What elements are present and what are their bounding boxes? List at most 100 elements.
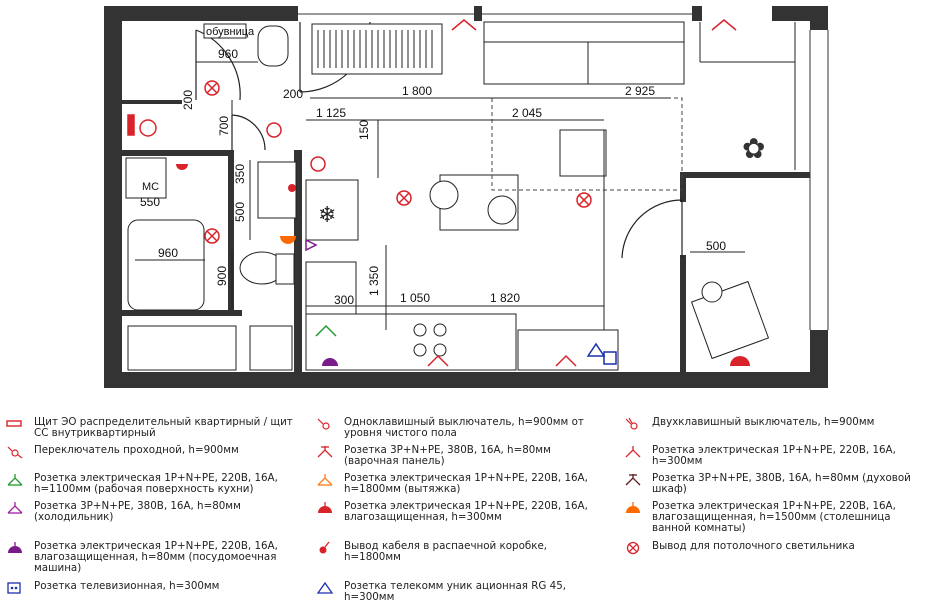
socket-icon [555,354,577,367]
panel-icon [6,420,22,427]
dim-text: 2 045 [512,106,542,120]
dim-text: 350 [233,164,247,184]
dim-text: 960 [158,246,178,260]
dim-text: 150 [357,120,371,140]
dim-text: 1 050 [400,291,430,305]
legend-item: Розетка электрическая 1P+N+PE, 220В, 16А… [314,501,606,523]
dim-text: 1 125 [316,106,346,120]
legend-text: Двухклавишный выключатель, h=900мм [652,416,875,428]
legend-item: Щит ЭО распределительный квартирный / щи… [4,417,296,439]
legend-item: Вывод кабеля в распаечной коробке, h=180… [314,541,606,563]
ceiling-light-icon [396,190,412,206]
tv-socket-icon [7,582,21,594]
legend-item: Розетка 3P+N+PE, 380В, 16А, h=80мм (холо… [4,501,296,523]
kitchen-units [305,179,619,371]
legend: Щит ЭО распределительный квартирный / щи… [0,413,927,603]
snowflake-icon: ❄ [318,203,336,228]
plant-icon: ✿ [742,132,765,165]
bathroom-fixtures [125,157,297,371]
sofa [483,21,685,85]
legend-text: Розетка 3P+N+PE, 380В, 16А, h=80мм (холо… [34,500,241,523]
socket-oven-icon [625,474,641,486]
socket-icon [451,19,477,31]
legend-text: Розетка телевизионная, h=300мм [34,580,220,592]
socket-wet-1500-icon [626,502,640,513]
legend-item: Розетка 3P+N+PE, 380В, 16А, h=80мм (духо… [622,473,914,495]
tv-socket-icon [603,351,617,365]
legend-text: Щит ЭО распределительный квартирный / щи… [34,416,293,439]
legend-item: Розетка телевизионная, h=300мм [4,581,296,595]
ceiling-light-icon [626,541,640,555]
cable-outlet-icon [319,541,330,554]
legend-text: Розетка 3P+N+PE, 380В, 16А, h=80мм (духо… [652,472,911,495]
legend-text: Розетка электрическая 1P+N+PE, 220В, 16А… [34,540,278,574]
legend-text: Розетка электрическая 1P+N+PE, 220В, 16А… [344,472,588,495]
single-switch-icon [317,418,330,430]
dim-text: 300 [334,293,354,307]
legend-item: Одноклавишный выключатель, h=900мм от ур… [314,417,606,439]
legend-text: Розетка 3P+N+PE, 380В, 16А, h=80мм (варо… [344,444,551,467]
dim-text: 960 [218,47,238,61]
dining-furniture [429,129,607,231]
ceiling-light-icon [204,80,220,96]
dim-text: 900 [215,266,229,286]
legend-item: Розетка электрическая 1P+N+PE, 220В, 16А… [4,473,296,495]
dim-text: 200 [181,90,195,110]
dim-text: 200 [283,87,303,101]
dim-text: 1 350 [367,266,381,296]
socket-fridge-icon [7,502,23,514]
legend-item: Вывод для потолочного светильника [622,541,914,555]
radiator [311,23,443,75]
network-socket-icon [316,581,334,594]
socket-1100-icon [7,474,23,486]
socket-1800-icon [317,474,333,486]
socket-dishwasher-icon [8,542,22,553]
cable-outlet-icon [288,184,296,192]
legend-text: Розетка электрическая 1P+N+PE, 220В, 16А… [652,444,896,467]
wet-socket-icon [280,236,296,244]
legend-text: Розетка электрическая 1P+N+PE, 220В, 16А… [34,472,278,495]
legend-text: Розетка телекомм уник ационная RG 45, h=… [344,580,567,603]
floor-plan: обувница ✿ МС [104,6,829,388]
socket-wet-300-icon [318,502,332,513]
shoe-rack-label: обувница [206,26,255,38]
legend-item: Розетка 3P+N+PE, 380В, 16А, h=80мм (варо… [314,445,606,467]
legend-text: Розетка электрическая 1P+N+PE, 220В, 16А… [652,500,896,534]
legend-item: Розетка электрическая 1P+N+PE, 220В, 16А… [4,541,296,574]
legend-item: Розетка телекомм уник ационная RG 45, h=… [314,581,606,603]
socket-3p-icon [317,446,333,458]
socket-icon [427,354,449,367]
ceiling-light-icon [576,192,592,208]
panel-icon [127,114,135,136]
legend-item: Розетка электрическая 1P+N+PE, 220В, 16А… [314,473,606,495]
legend-item: Двухклавишный выключатель, h=900мм [622,417,914,431]
dim-text: 500 [706,239,726,253]
dim-text: 550 [140,195,160,209]
network-socket-icon [586,342,606,357]
legend-text: Розетка электрическая 1P+N+PE, 220В, 16А… [344,500,588,523]
legend-item: Переключатель проходной, h=900мм [4,445,296,459]
dim-text: 1 820 [490,291,520,305]
ceiling-light-icon [204,228,220,244]
socket-1100-icon [315,324,337,337]
legend-text: Вывод для потолочного светильника [652,540,855,552]
wet-socket-icon [730,356,750,366]
socket-icon [711,19,737,31]
interior-walls [122,100,810,372]
legend-text: Переключатель проходной, h=900мм [34,444,239,456]
plan-symbols [127,19,737,367]
double-switch-icon [625,417,638,430]
legend-item: Розетка электрическая 1P+N+PE, 220В, 16А… [622,445,914,467]
legend-item: Розетка электрическая 1P+N+PE, 220В, 16А… [622,501,914,534]
legend-text: Одноклавишный выключатель, h=900мм от ур… [344,416,584,439]
dim-text: 1 800 [402,84,432,98]
dimension-lines [135,61,745,330]
dishwasher-socket-icon [322,358,338,366]
wet-socket-icon [176,164,188,170]
socket-300-icon [625,446,641,458]
pass-switch-icon [7,446,23,459]
legend-text: Вывод кабеля в распаечной коробке, h=180… [344,540,548,563]
switch-icon [266,122,282,138]
switch-icon [310,156,326,172]
dim-text: 700 [217,116,231,136]
